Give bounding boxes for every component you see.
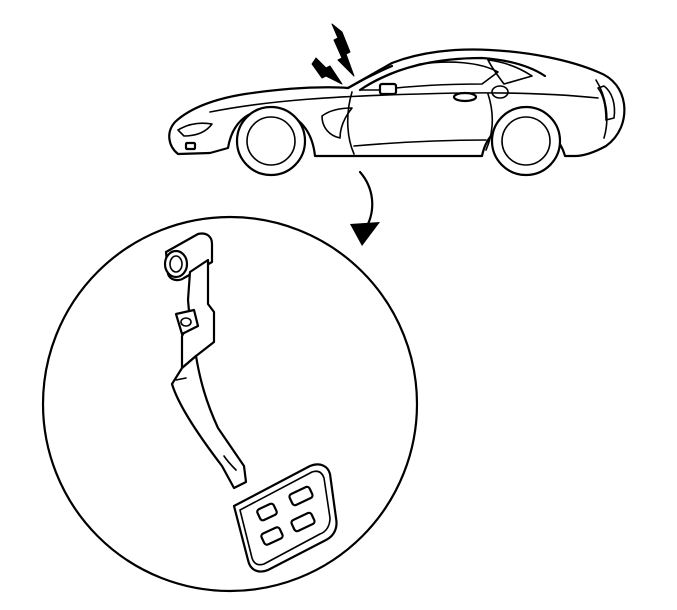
windshield xyxy=(346,64,394,90)
door-outline xyxy=(346,91,494,155)
pedal-assembly xyxy=(163,232,338,573)
side-mirror xyxy=(378,82,398,96)
fog-light xyxy=(184,141,197,151)
rear-bumper-line xyxy=(595,79,608,139)
pad-grip-1 xyxy=(256,502,278,522)
curved-arrow-icon xyxy=(350,170,380,246)
front-wheel-rim xyxy=(246,116,296,166)
pad-grip-3 xyxy=(260,526,284,546)
mounting-lug xyxy=(174,308,200,336)
detail-circle xyxy=(41,215,419,593)
fuel-door xyxy=(491,85,509,99)
side-window xyxy=(359,61,499,91)
door-handle xyxy=(452,91,478,103)
arm-edge-line xyxy=(175,377,237,471)
car-side-view xyxy=(168,48,626,177)
car-body xyxy=(168,48,626,158)
taillight xyxy=(597,85,616,121)
arrow-shaft xyxy=(358,170,374,230)
pad-grip-4 xyxy=(290,511,316,533)
belt-line xyxy=(209,92,599,113)
pivot-bore-inner xyxy=(169,255,183,273)
lightning-bolt-icon xyxy=(311,23,355,85)
pivot-bore xyxy=(163,249,189,279)
rear-wheel-rim xyxy=(501,116,551,166)
door-sill xyxy=(353,139,487,147)
lug-hole xyxy=(180,317,192,327)
pedal-pad-rim xyxy=(239,470,331,566)
pedal-arm-lower xyxy=(170,354,248,490)
arrow-head xyxy=(350,222,380,246)
side-vent xyxy=(321,107,353,139)
headlight xyxy=(177,122,213,137)
pad-grip-2 xyxy=(288,485,314,507)
rear-quarter-window xyxy=(487,59,533,85)
